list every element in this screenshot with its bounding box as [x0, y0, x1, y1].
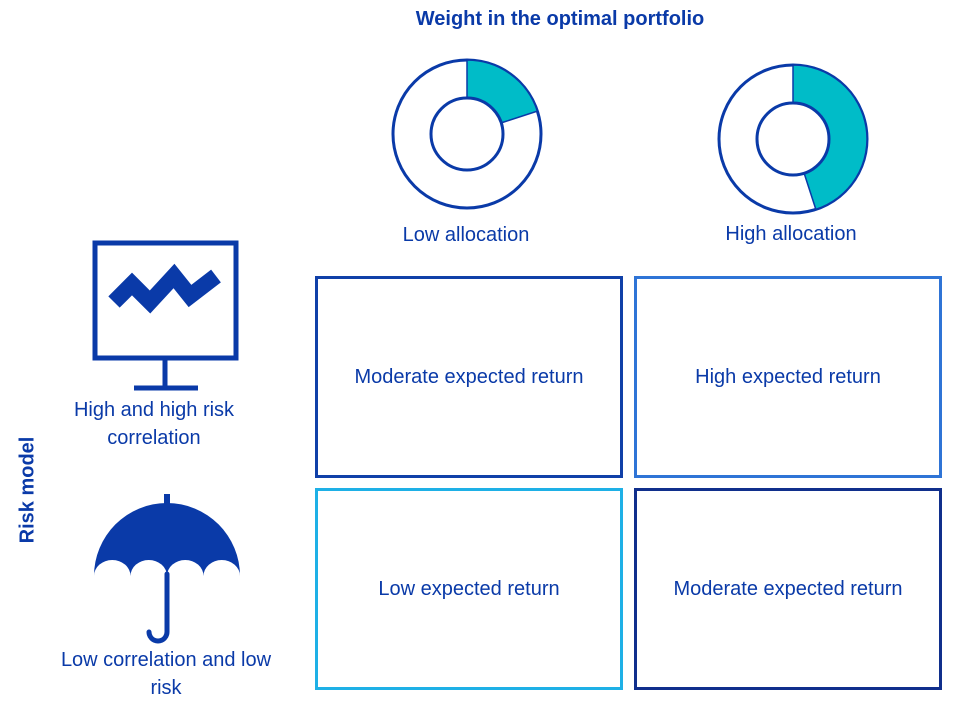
cell-text: High expected return: [695, 365, 881, 388]
cell-high-risk-high-allocation: High expected return: [634, 276, 942, 478]
cell-high-risk-low-allocation: Moderate expected return: [315, 276, 623, 478]
diagram-title: Weight in the optimal portfolio: [415, 8, 705, 30]
low-allocation-label: Low allocation: [402, 224, 530, 246]
low-allocation-donut: [391, 58, 543, 210]
row-label-low-risk: Low correlation and low risk: [60, 649, 272, 699]
cell-text: Moderate expected return: [673, 577, 903, 600]
row-label-high-risk: High and high risk correlation: [73, 399, 235, 449]
cell-low-risk-high-allocation: Moderate expected return: [634, 488, 942, 690]
umbrella-icon: [94, 494, 240, 644]
high-allocation-label: High allocation: [725, 223, 857, 245]
cell-text: Moderate expected return: [354, 365, 584, 388]
chart-monitor-icon: [92, 240, 239, 391]
cell-low-risk-low-allocation: Low expected return: [315, 488, 623, 690]
row-axis-label: Risk model: [16, 436, 39, 544]
high-allocation-donut: [717, 63, 869, 215]
cell-text: Low expected return: [378, 577, 560, 600]
